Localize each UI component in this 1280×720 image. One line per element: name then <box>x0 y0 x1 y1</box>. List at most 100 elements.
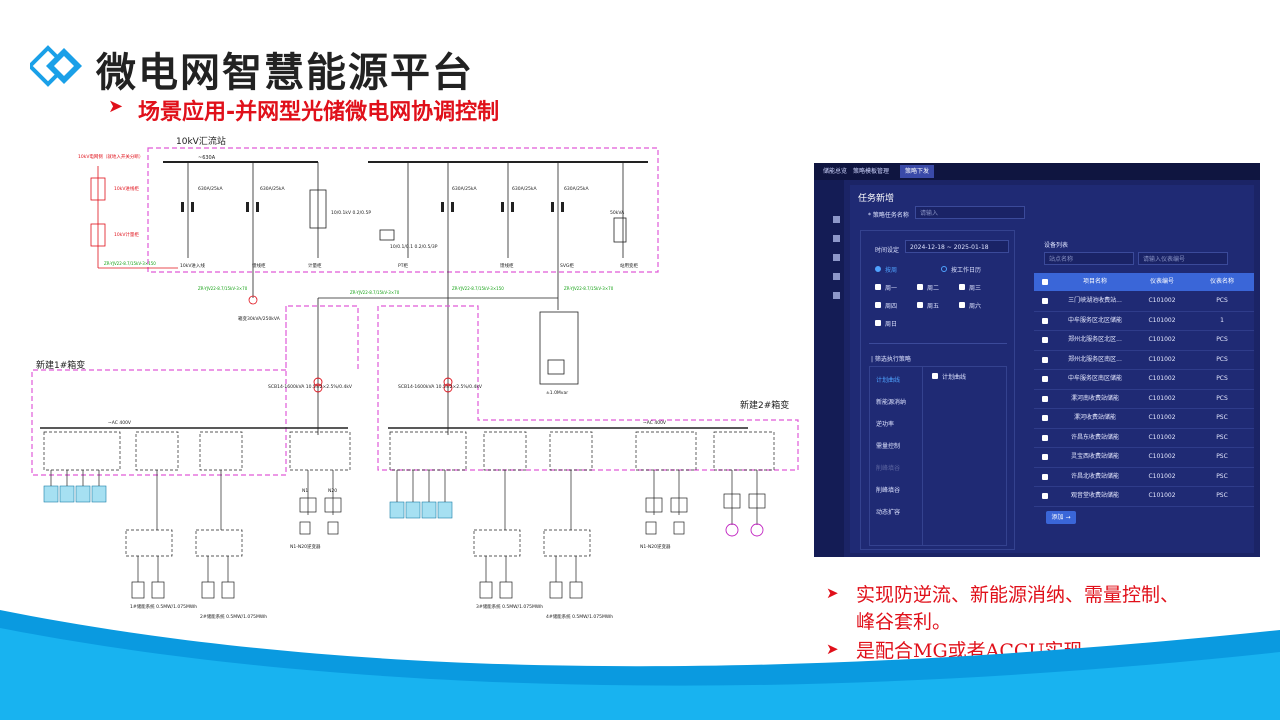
grid-side-label: 10kV电网侧（就地入开关分断） <box>78 153 143 160</box>
weekday-label: 周一 <box>885 285 898 292</box>
bullet-text: 实现防逆流、新能源消纳、需量控制、 <box>856 584 1180 606</box>
weekday-checkbox[interactable] <box>875 284 881 290</box>
project-name-cell: 中牟服务区南区储能 <box>1067 375 1122 382</box>
mode-weekly-label: 按周 <box>885 267 898 274</box>
project-name-cell: 郑州北服务区北区... <box>1068 336 1122 343</box>
legend-item: 10kV进线柜 <box>114 185 139 192</box>
tab-template[interactable]: 策略模板管理 <box>853 168 890 175</box>
strategy-item[interactable]: 削峰填谷 <box>876 465 901 472</box>
task-name-label: * 策略任务名称 <box>868 212 909 219</box>
tab-dispatch[interactable]: 策略下发 <box>900 165 935 178</box>
row-checkbox[interactable] <box>1042 454 1048 460</box>
cabinet-rating: 630A/25kA <box>512 186 538 192</box>
storage-label: 2#储能系统 0.5MW/1.075MWh <box>200 613 267 620</box>
strategy-item[interactable]: 计划曲线 <box>876 377 901 384</box>
sidebar-item-icon[interactable] <box>833 254 840 261</box>
weekday-checkbox[interactable] <box>959 302 965 308</box>
cabinet-name: PT柜 <box>398 262 408 269</box>
weekday-checkbox[interactable] <box>917 284 923 290</box>
weekday-checkbox[interactable] <box>875 302 881 308</box>
meter-id-cell: C101002 <box>1148 433 1176 441</box>
column-header: 仪表名称 <box>1209 278 1234 285</box>
site-name-select[interactable]: 站点名称 <box>1044 252 1134 265</box>
date-range-input[interactable]: 2024-12-18 ~ 2025-01-18 <box>905 240 1009 253</box>
meter-name-cell: PCS <box>1216 297 1228 304</box>
ui-sidebar <box>814 180 844 557</box>
weekday-checkbox[interactable] <box>917 302 923 308</box>
row-checkbox[interactable] <box>1042 493 1048 499</box>
cabinet-name: 计量柜 <box>308 262 322 269</box>
cabinet-rating: 630A/25kA <box>198 186 224 192</box>
weekday-checkbox[interactable] <box>959 284 965 290</box>
plan-curve-checkbox[interactable] <box>932 373 938 379</box>
cable-b-label: ZR-YJV22-8.7/15kV-3×70 <box>350 290 400 295</box>
row-checkbox[interactable] <box>1042 356 1048 363</box>
substation-1-boundary <box>31 305 359 476</box>
sidebar-item-icon[interactable] <box>833 273 840 280</box>
project-name-cell: 灵宝西收费站储能 <box>1070 453 1119 460</box>
select-all-checkbox[interactable] <box>1042 279 1048 285</box>
pt-note: 10/0.1kV 0.2/0.5P <box>331 210 371 216</box>
strategy-item[interactable]: 动态扩容 <box>876 509 901 516</box>
sidebar-item-icon[interactable] <box>833 292 840 299</box>
mode-workday-radio[interactable] <box>941 266 947 272</box>
sidebar-item-icon[interactable] <box>833 216 840 223</box>
station-boundary <box>147 147 659 273</box>
meter-id-cell: C101002 <box>1148 453 1176 460</box>
substation-2-label: 新建2#箱变 <box>740 399 789 411</box>
strategy-item[interactable]: 需量控制 <box>876 443 901 450</box>
strategy-item[interactable]: 逆功率 <box>876 421 895 428</box>
cabinet-rating: 630A/25kA <box>260 186 286 192</box>
cabinet-rating: 630A/25kA <box>452 186 478 192</box>
strategy-item[interactable]: 新能源消纳 <box>876 399 907 406</box>
cabinet-name: 馈线柜 <box>500 262 514 269</box>
branch-label: N20 <box>328 488 337 494</box>
table-row[interactable]: 灵宝西收费站储能 C101002 PSC <box>1034 447 1254 468</box>
strategy-item[interactable]: 削峰填谷 <box>876 487 901 494</box>
row-checkbox[interactable] <box>1042 473 1048 480</box>
meter-search-input[interactable]: 请输入仪表编号 <box>1138 252 1228 265</box>
row-checkbox[interactable] <box>1042 415 1048 421</box>
sidebar-item-icon[interactable] <box>833 235 840 242</box>
strategy-title: | 筛选执行策略 <box>871 356 911 363</box>
station-label: 10kV汇流站 <box>176 135 226 147</box>
substation-2-boundary <box>377 305 799 471</box>
legend-item: 10kV计量柜 <box>114 231 139 238</box>
cabinet-name: 站用变柜 <box>620 262 638 269</box>
branch-label: N1-N20逆变器 <box>290 543 321 550</box>
row-checkbox[interactable] <box>1042 395 1048 402</box>
row-checkbox[interactable] <box>1042 434 1048 441</box>
row-checkbox[interactable] <box>1042 317 1048 324</box>
svg-rating-label: ±1.0Mvar <box>546 390 568 396</box>
single-line-diagram: 10kV汇流站 ~630A 630A/25kA 630A/25kA 630A/2… <box>31 135 799 620</box>
meter-name-cell: PSC <box>1216 453 1228 460</box>
tab-overview[interactable]: 储能总览 <box>823 168 848 175</box>
aux-transformer-label: 箱变30kVA/250kVA <box>238 315 281 322</box>
column-header: 仪表编号 <box>1149 278 1174 285</box>
meter-id-cell: C101002 <box>1148 336 1176 343</box>
arrow-bullet-icon: ➤ <box>826 584 839 602</box>
weekday-checkbox[interactable] <box>875 320 881 326</box>
row-checkbox[interactable] <box>1042 298 1048 304</box>
meter-name-cell: PSC <box>1216 472 1228 480</box>
task-name-input[interactable]: 请输入 <box>915 206 1025 219</box>
project-name-cell: 观音堂收费站储能 <box>1070 492 1119 499</box>
weekday-label: 周六 <box>969 303 982 310</box>
weekday-label: 周五 <box>927 303 940 310</box>
row-checkbox[interactable] <box>1042 376 1048 382</box>
weekday-label: 周三 <box>969 285 982 292</box>
table-row[interactable]: 郑州北服务区北区... C101002 PCS <box>1034 330 1254 351</box>
row-checkbox[interactable] <box>1042 337 1048 343</box>
add-button[interactable]: 添加 → <box>1046 511 1076 524</box>
meter-name-cell: PCS <box>1216 336 1228 343</box>
mode-weekly-radio[interactable] <box>875 266 881 272</box>
